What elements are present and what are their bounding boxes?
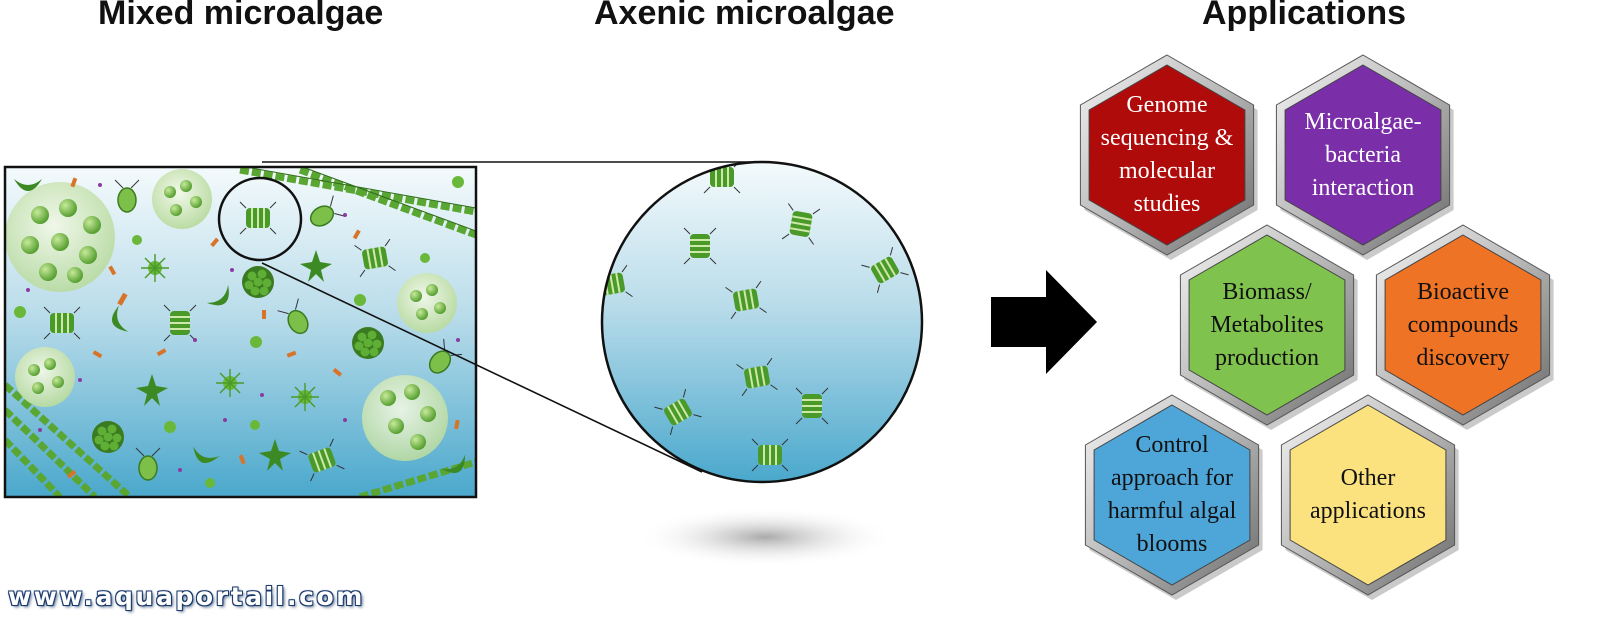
hex-label-biomass: Biomass/ Metabolites production: [1210, 278, 1324, 371]
algae-cells: [14, 176, 472, 488]
mixed-microalgae-heading: Mixed microalgae: [98, 0, 384, 32]
hex-control: [1084, 394, 1263, 600]
hex-fill: [1188, 234, 1346, 416]
hex-biomass: [1179, 224, 1358, 430]
hex-label-interaction: Microalgae- bacteria interaction: [1304, 108, 1422, 201]
hex-fill: [1384, 234, 1542, 416]
right-arrow-icon: [991, 270, 1097, 374]
applications-heading: Applications: [1202, 0, 1407, 32]
watermark-text: www.aquaportail.com: [8, 582, 365, 611]
filament-chains: [5, 167, 476, 497]
hex-bioactive: [1375, 224, 1554, 430]
magnifier-connectors: [217, 161, 760, 473]
hex-label-genome: Genome sequencing & molecular studies: [1100, 92, 1234, 217]
hex-label-control: Control approach for harmful algal bloom…: [1107, 432, 1237, 557]
hex-other: [1280, 394, 1459, 600]
hex-fill: [1289, 404, 1447, 586]
mixed-microalgae-panel: [3, 165, 478, 499]
axenic-microalgae-heading: Axenic microalgae: [594, 0, 895, 32]
hex-interaction: [1275, 54, 1454, 260]
hex-label-other: Other applications: [1310, 465, 1426, 524]
hex-fill: [1093, 404, 1251, 586]
hex-fill: [1088, 64, 1246, 246]
hex-genome: [1079, 54, 1258, 260]
axenic-microalgae-circle: [600, 160, 924, 567]
colony-spheres: [5, 169, 457, 461]
applications-hex-grid: [1079, 54, 1554, 600]
hex-label-bioactive: Bioactive compounds discovery: [1407, 278, 1519, 371]
hex-fill: [1284, 64, 1442, 246]
